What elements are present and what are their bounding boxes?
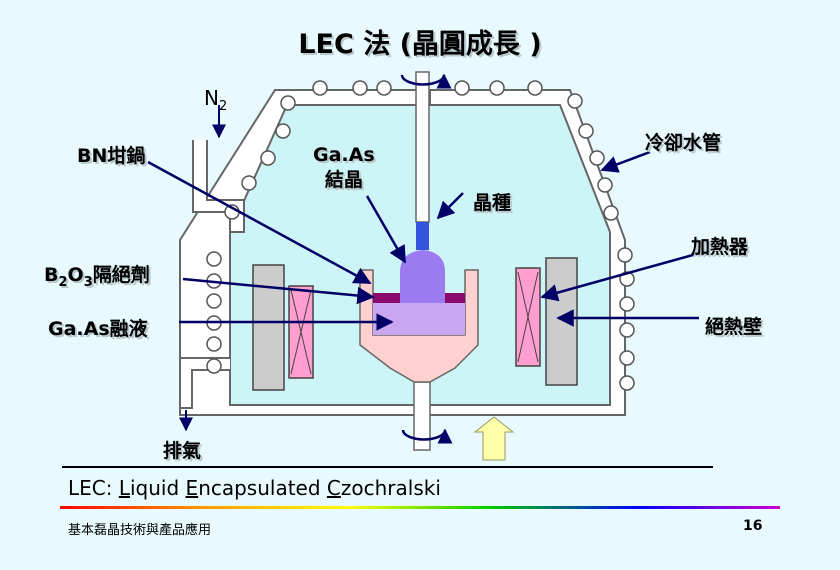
lec-letter-e: E <box>185 476 199 500</box>
label-seed-crystal: 晶種 <box>473 192 512 214</box>
cooling-pipes <box>206 80 635 391</box>
lec-word-encapsulated: ncapsulated <box>198 476 327 500</box>
label-b2o3-sub2: 3 <box>83 274 93 290</box>
label-gaas-crystal-line1: Ga.As <box>313 144 375 166</box>
label-b2o3-sub1: 2 <box>58 274 68 290</box>
label-cooling-pipe: 冷卻水管 <box>645 132 722 154</box>
label-heater: 加熱器 <box>691 236 749 258</box>
rotation-arrow-icon <box>400 73 452 89</box>
heater-right <box>515 267 541 367</box>
lec-prefix: LEC: <box>68 476 119 500</box>
label-b2o3-rest: 隔絕劑 <box>92 264 150 286</box>
label-b2o3: B2O3隔絕劑 <box>44 260 150 290</box>
arrow-seed <box>436 192 464 220</box>
arrow-b2o3 <box>182 277 375 305</box>
heater-right-cross <box>517 271 539 363</box>
page-title: LEC 法 (晶圓成長 ) <box>298 29 542 60</box>
lec-letter-c: C <box>326 476 341 500</box>
label-bn-crucible: BN坩鍋 <box>77 145 146 167</box>
insulation-wall-left <box>252 264 285 391</box>
heater-left <box>288 285 314 379</box>
gas-flow-arrow-icon <box>473 416 515 461</box>
arrow-cooling <box>600 150 651 173</box>
lec-word-liquid: iquid <box>130 476 186 500</box>
label-exhaust: 排氣 <box>163 440 202 462</box>
label-n2-sub: 2 <box>218 99 228 114</box>
label-gaas-melt: Ga.As融液 <box>48 318 148 340</box>
insulation-wall-right <box>545 257 578 386</box>
gaas-melt <box>373 303 465 335</box>
label-n2-main: N <box>204 86 219 110</box>
label-gaas-crystal: Ga.As 結晶 <box>313 143 375 193</box>
spectrum-line-icon <box>60 506 780 509</box>
label-b2o3-o: O <box>67 264 84 286</box>
lec-definition: LEC: Liquid Encapsulated Czochralski <box>68 476 441 500</box>
footer-course-title: 基本磊晶技術與產品應用 <box>68 523 212 538</box>
label-b2o3-b: B <box>44 264 59 286</box>
label-n2: N2 <box>204 86 227 114</box>
lec-letter-l: L <box>118 476 130 500</box>
page-number: 16 <box>743 518 763 534</box>
label-gaas-crystal-line2: 結晶 <box>324 169 363 191</box>
pull-rod-upper <box>415 71 430 223</box>
arrow-gaas-crystal <box>365 195 407 264</box>
exhaust-pipe <box>179 357 230 409</box>
arrow-bn-crucible <box>147 160 372 285</box>
seed-crystal <box>416 222 429 250</box>
arrow-heater <box>540 251 701 302</box>
lec-word-czochralski: zochralski <box>340 476 441 500</box>
rotation-arrow-icon <box>401 428 453 444</box>
label-insulation-wall: 絕熱壁 <box>705 316 763 338</box>
gaas-crystal <box>400 250 445 303</box>
pointer-arrows <box>147 150 701 331</box>
heater-left-cross <box>290 289 312 375</box>
